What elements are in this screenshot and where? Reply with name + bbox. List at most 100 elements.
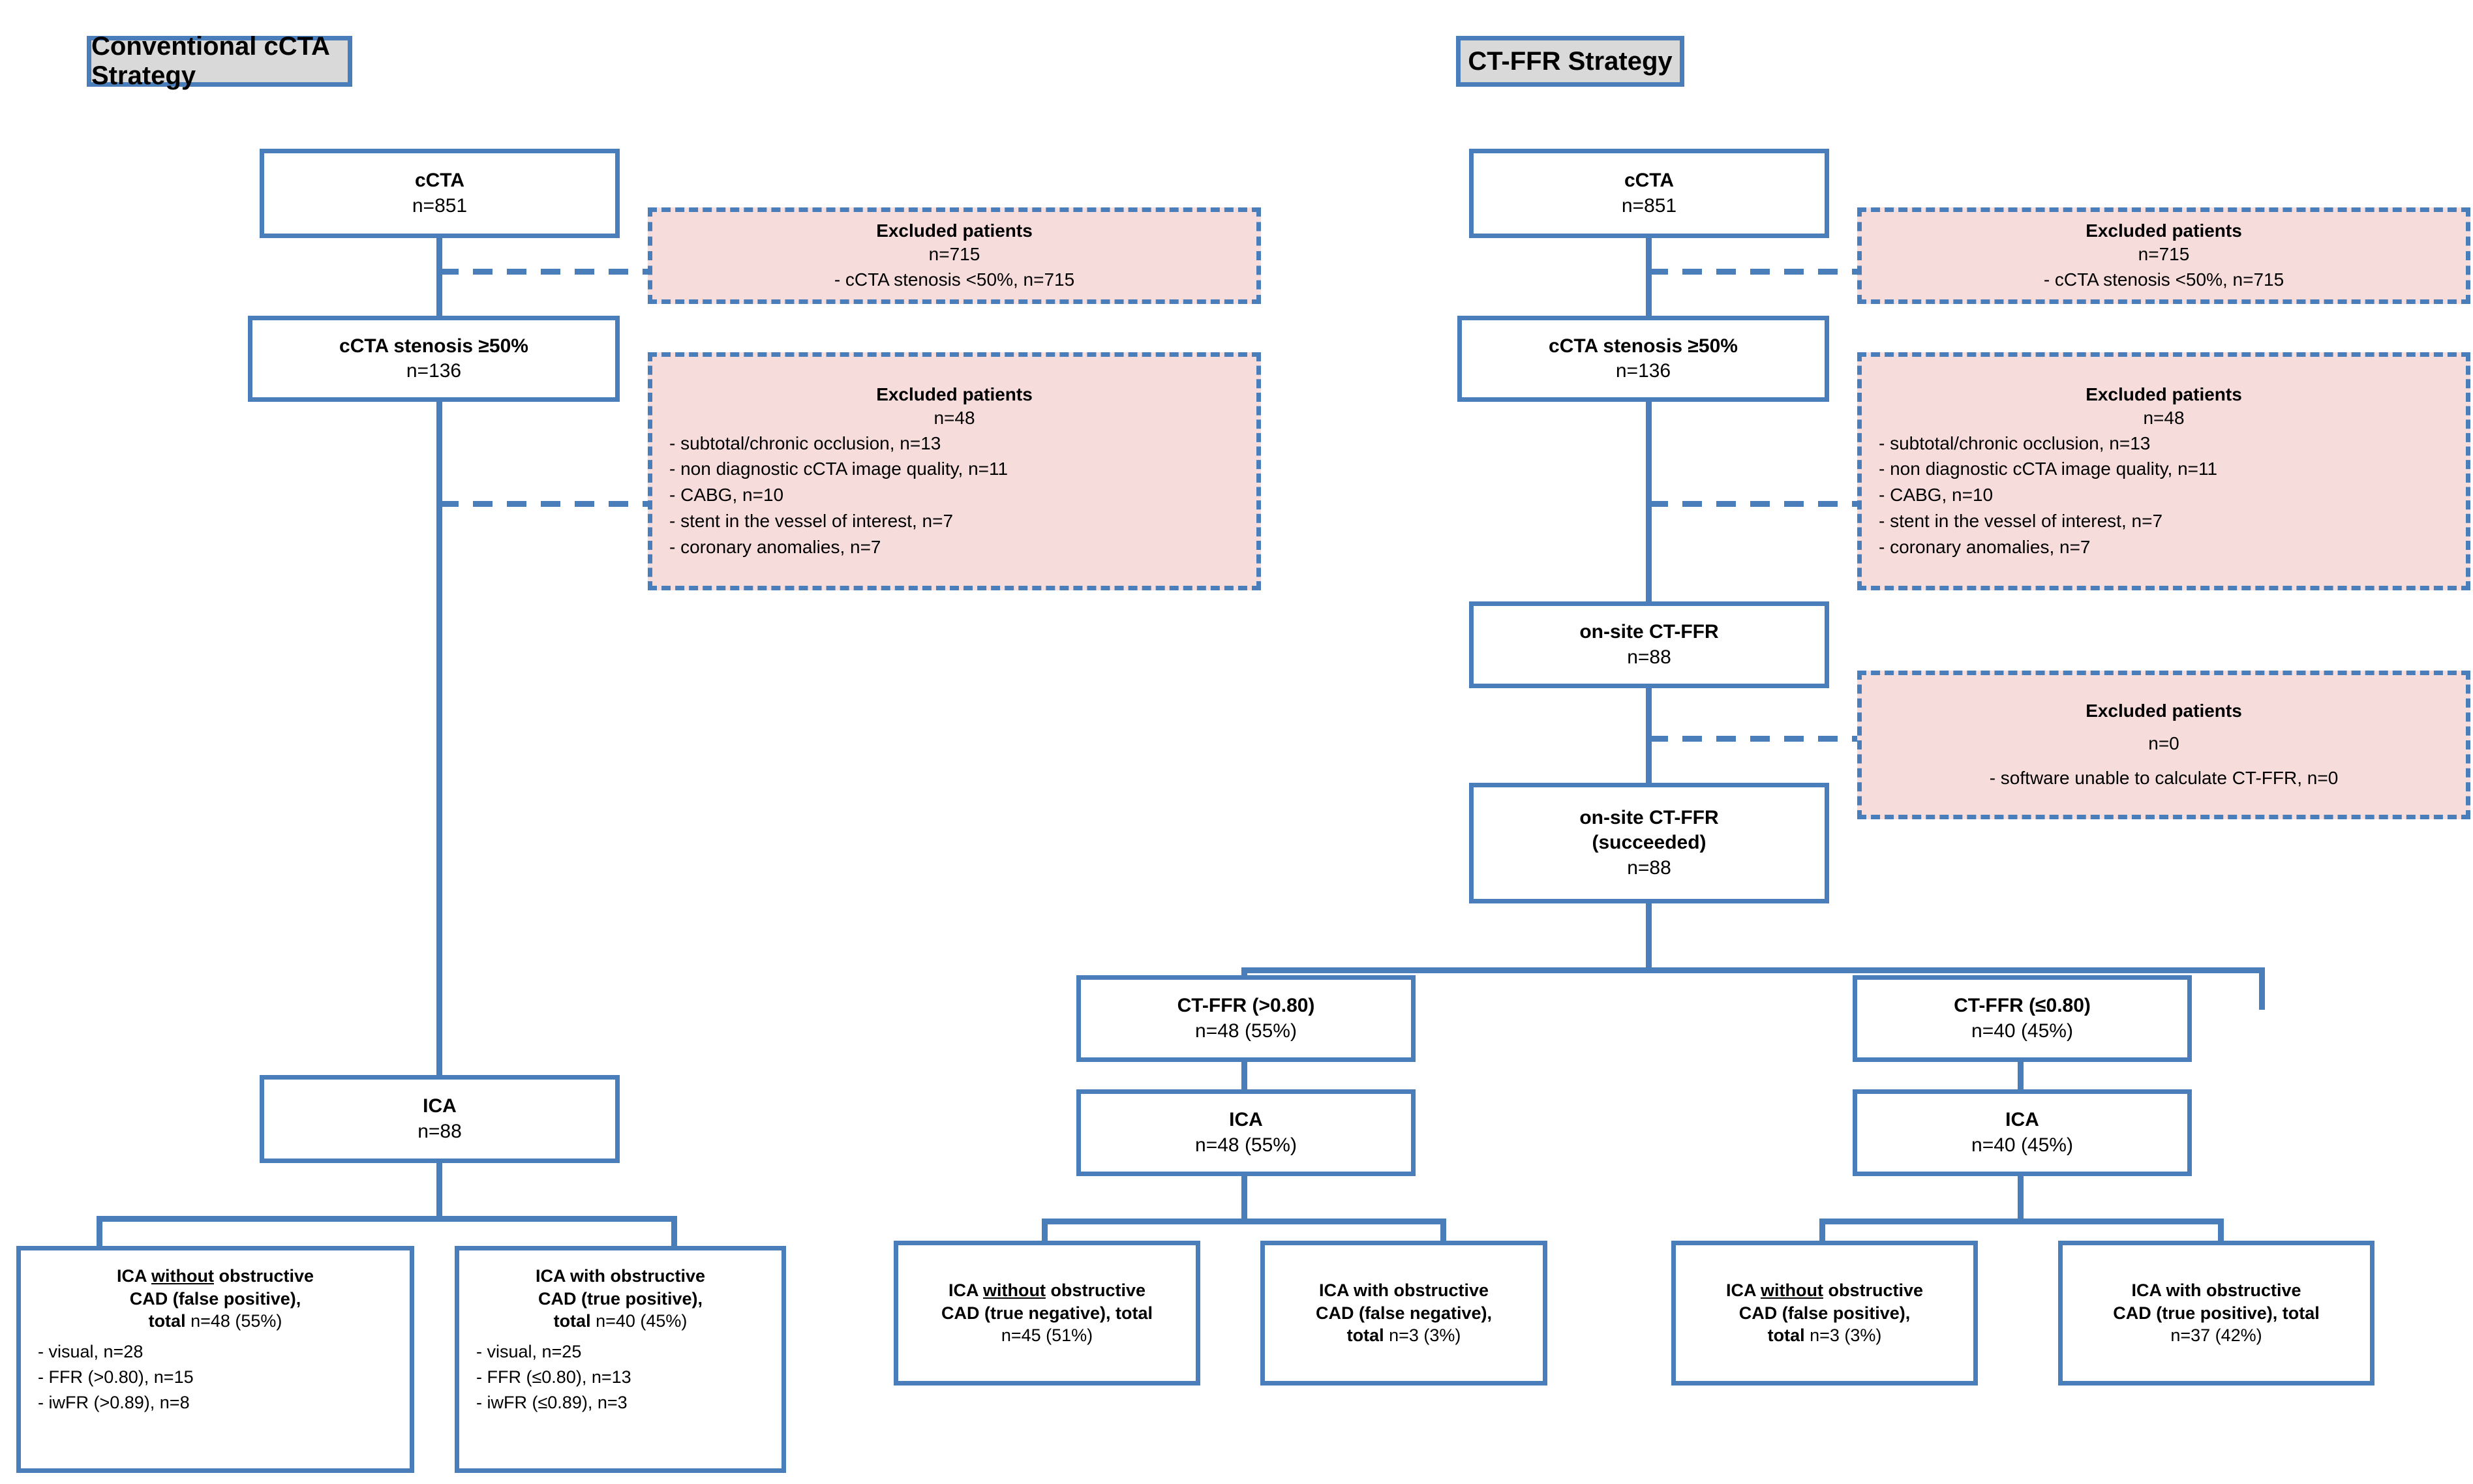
right-outcome-tp-l2: CAD (true positive), total: [2113, 1303, 2320, 1323]
left-node-ccta: cCTA n=851: [260, 149, 620, 238]
connector-right-ica-high-drop-b: [1440, 1219, 1446, 1246]
right-panel-title: CT-FFR Strategy: [1468, 46, 1673, 76]
right-node-ctffr-low: CT-FFR (≤0.80) n=40 (45%): [1853, 975, 2192, 1062]
connector-right-ica-low-drop-a: [1819, 1219, 1825, 1246]
right-node-ccta-label: cCTA: [1624, 170, 1675, 192]
right-node-ica-low-count: n=40 (45%): [1971, 1134, 2073, 1156]
left-node-ccta-label: cCTA: [414, 170, 465, 192]
right-outcome-tn-l2: CAD (true negative), total: [941, 1303, 1153, 1323]
right-excluded-715-count: n=715: [2138, 244, 2190, 265]
left-node-stenosis-count: n=136: [406, 360, 462, 382]
left-excluded-48-item-1: - non diagnostic cCTA image quality, n=1…: [669, 459, 1009, 479]
left-outcome-fp-l1-underline: without: [151, 1266, 214, 1286]
left-outcome-fp-title: ICA without obstructive CAD (false posit…: [21, 1265, 410, 1333]
right-outcome-true-negative: ICA without obstructive CAD (true negati…: [894, 1241, 1200, 1386]
connector-right-ica-high-stem: [1241, 1175, 1247, 1224]
right-excluded-box-0: Excluded patients n=0 - software unable …: [1857, 671, 2470, 819]
right-node-ica-high: ICA n=48 (55%): [1076, 1089, 1416, 1176]
right-outcome-tn-l1-pre: ICA: [948, 1280, 983, 1301]
right-node-ctffr-high: CT-FFR (>0.80) n=48 (55%): [1076, 975, 1416, 1062]
right-excluded-0-header: Excluded patients: [2086, 700, 2242, 721]
right-outcome-false-negative: ICA with obstructive CAD (false negative…: [1260, 1241, 1547, 1386]
left-excluded-48-count: n=48: [933, 408, 975, 429]
right-outcome-fn-l2: CAD (false negative),: [1315, 1303, 1493, 1323]
connector-right-high-to-ica: [1241, 1061, 1247, 1093]
connector-left-excluded-1: [439, 269, 648, 275]
connector-right-ica-high-drop-a: [1042, 1219, 1048, 1246]
right-node-ica-high-label: ICA: [1229, 1109, 1263, 1131]
right-outcome-tn-l1-post: obstructive: [1045, 1280, 1145, 1301]
right-excluded-0-count: n=0: [2148, 733, 2179, 754]
connector-left-ica-crossbar: [97, 1216, 677, 1222]
left-node-stenosis-label: cCTA stenosis ≥50%: [339, 335, 528, 357]
right-excluded-48-item-4: - coronary anomalies, n=7: [1879, 536, 2091, 557]
right-node-onsite-ctffr-succeeded: on-site CT-FFR (succeeded) n=88: [1469, 783, 1829, 903]
right-outcome-fp-l1-underline: without: [1760, 1280, 1823, 1301]
connector-right-excluded-1: [1648, 269, 1857, 275]
right-outcome-fn-total-label: total: [1346, 1325, 1389, 1346]
connector-left-ica-drop-b: [671, 1216, 677, 1252]
left-outcome-fp-item-0: - visual, n=28: [38, 1341, 144, 1361]
left-panel-title-banner: Conventional cCTA Strategy: [87, 32, 352, 90]
connector-right-succeeded-crossbar: [1241, 967, 2265, 973]
right-node-ica-low-label: ICA: [2005, 1109, 2039, 1131]
right-excluded-715-item-0: - cCTA stenosis <50%, n=715: [2043, 269, 2284, 290]
right-outcome-tp-l3: n=37 (42%): [2170, 1325, 2262, 1346]
right-excluded-48-item-3: - stent in the vessel of interest, n=7: [1879, 510, 2163, 531]
right-node-ctffr-low-label: CT-FFR (≤0.80): [1954, 995, 2091, 1017]
right-excluded-48-item-2: - CABG, n=10: [1879, 485, 1994, 506]
left-outcome-false-positive: ICA without obstructive CAD (false posit…: [16, 1246, 414, 1473]
left-outcome-fp-total-value: n=48 (55%): [190, 1311, 282, 1331]
right-node-succeeded-label1: on-site CT-FFR: [1579, 806, 1719, 828]
right-excluded-0-item-0: - software unable to calculate CT-FFR, n…: [1989, 767, 2339, 788]
left-outcome-fp-total-label: total: [148, 1311, 191, 1331]
right-excluded-box-48: Excluded patients n=48 - subtotal/chroni…: [1857, 352, 2470, 590]
left-outcome-fp-l1-pre: ICA: [116, 1266, 151, 1286]
right-outcome-fp-l1-post: obstructive: [1823, 1280, 1923, 1301]
left-outcome-tp-l2: CAD (true positive),: [538, 1288, 703, 1309]
right-node-ccta-count: n=851: [1621, 194, 1677, 217]
left-outcome-tp-item-2: - iwFR (≤0.89), n=3: [476, 1392, 628, 1412]
right-excluded-box-715: Excluded patients n=715 - cCTA stenosis …: [1857, 207, 2470, 304]
left-excluded-48-item-4: - coronary anomalies, n=7: [669, 536, 881, 557]
left-excluded-48-item-0: - subtotal/chronic occlusion, n=13: [669, 432, 941, 453]
left-outcome-tp-breakdown: - visual, n=25 - FFR (≤0.80), n=13 - iwF…: [459, 1339, 781, 1416]
connector-right-succeeded-stem: [1646, 902, 1652, 973]
left-outcome-tp-item-1: - FFR (≤0.80), n=13: [476, 1367, 631, 1387]
right-outcome-fp-l1-pre: ICA: [1725, 1280, 1761, 1301]
left-node-ica-count: n=88: [417, 1120, 462, 1142]
left-node-stenosis: cCTA stenosis ≥50% n=136: [248, 316, 620, 402]
connector-left-ccta-to-stenosis: [436, 237, 442, 320]
connector-left-ica-stem: [436, 1162, 442, 1220]
left-excluded-48-item-2: - CABG, n=10: [669, 485, 784, 506]
right-outcome-fp-l3: n=3 (3%): [1810, 1325, 1882, 1346]
right-excluded-48-header: Excluded patients: [2086, 384, 2242, 404]
left-excluded-715-header: Excluded patients: [876, 220, 1033, 241]
left-excluded-715-item-0: - cCTA stenosis <50%, n=715: [834, 269, 1075, 290]
right-outcome-true-positive: ICA with obstructive CAD (true positive)…: [2058, 1241, 2374, 1386]
right-node-onsite-ctffr-count: n=88: [1627, 646, 1671, 668]
left-outcome-fp-breakdown: - visual, n=28 - FFR (>0.80), n=15 - iwF…: [21, 1339, 410, 1416]
connector-left-excluded-2: [439, 501, 648, 507]
left-excluded-715-count: n=715: [928, 244, 980, 265]
left-excluded-48-item-3: - stent in the vessel of interest, n=7: [669, 510, 954, 531]
left-node-ccta-count: n=851: [412, 194, 468, 217]
right-excluded-48-item-0: - subtotal/chronic occlusion, n=13: [1879, 432, 2151, 453]
right-node-ica-high-count: n=48 (55%): [1195, 1134, 1297, 1156]
right-node-succeeded-count: n=88: [1627, 856, 1671, 879]
left-outcome-fp-l1-post: obstructive: [213, 1266, 314, 1286]
left-outcome-tp-total-label: total: [553, 1311, 596, 1331]
right-outcome-tn-l3: n=45 (51%): [1001, 1325, 1093, 1346]
right-panel-title-banner: CT-FFR Strategy: [1456, 36, 1684, 87]
right-node-ctffr-high-label: CT-FFR (>0.80): [1177, 995, 1315, 1017]
right-node-stenosis-label: cCTA stenosis ≥50%: [1549, 335, 1738, 357]
left-outcome-fp-item-1: - FFR (>0.80), n=15: [38, 1367, 194, 1387]
connector-right-branch-low-drop: [2259, 967, 2265, 1010]
connector-right-ccta-to-stenosis: [1646, 237, 1652, 320]
left-outcome-tp-title: ICA with obstructive CAD (true positive)…: [459, 1265, 781, 1333]
connector-right-low-to-ica: [2018, 1061, 2024, 1093]
right-excluded-48-count: n=48: [2143, 408, 2185, 429]
connector-left-stenosis-to-ica: [436, 401, 442, 1078]
connector-right-excluded-2: [1648, 501, 1857, 507]
right-outcome-tp-l1: ICA with obstructive: [2131, 1280, 2301, 1301]
